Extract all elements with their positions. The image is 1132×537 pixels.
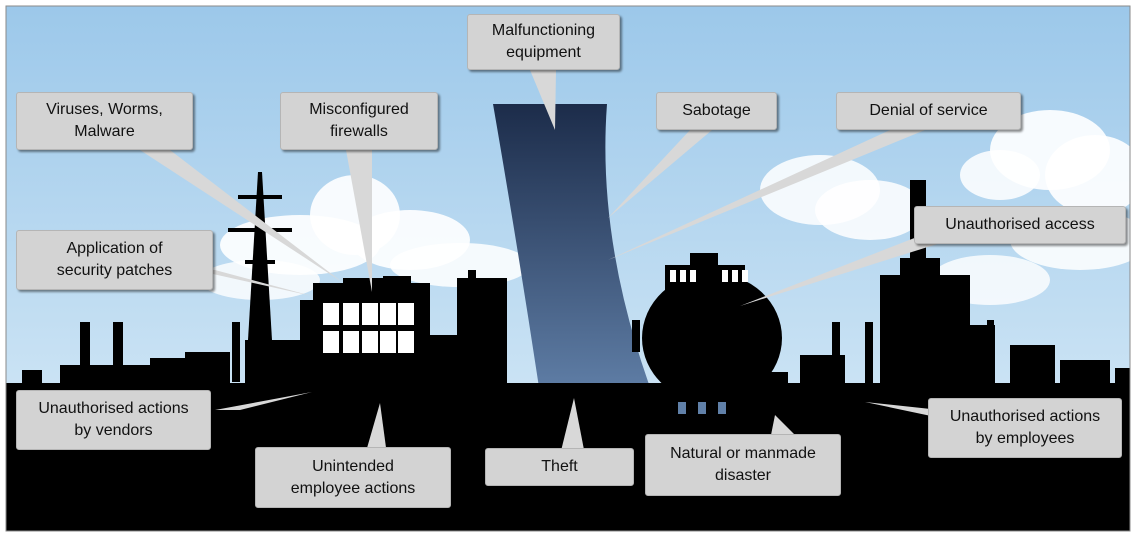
callout-unauthorised-access: Unauthorised access xyxy=(914,206,1126,244)
tank-details xyxy=(670,270,748,414)
clouds xyxy=(200,110,1132,305)
cooling-tower xyxy=(493,104,660,414)
frame-border xyxy=(5,5,1131,532)
callout-pointers xyxy=(140,70,950,455)
callout-denial-of-service: Denial of service xyxy=(836,92,1021,130)
callout-viruses-worms-malware: Viruses, Worms, Malware xyxy=(16,92,193,150)
building-windows xyxy=(323,303,414,353)
callout-theft: Theft xyxy=(485,448,634,486)
callout-security-patches: Application of security patches xyxy=(16,230,213,290)
callout-unauthorised-actions-vendors: Unauthorised actions by vendors xyxy=(16,390,211,450)
callout-malfunctioning-equipment: Malfunctioning equipment xyxy=(467,14,620,70)
callout-natural-or-manmade-disaster: Natural or manmade disaster xyxy=(645,434,841,496)
callout-unauthorised-actions-employees: Unauthorised actions by employees xyxy=(928,398,1122,458)
callout-sabotage: Sabotage xyxy=(656,92,777,130)
callout-misconfigured-firewalls: Misconfigured firewalls xyxy=(280,92,438,150)
callout-unintended-employee-actions: Unintended employee actions xyxy=(255,447,451,508)
